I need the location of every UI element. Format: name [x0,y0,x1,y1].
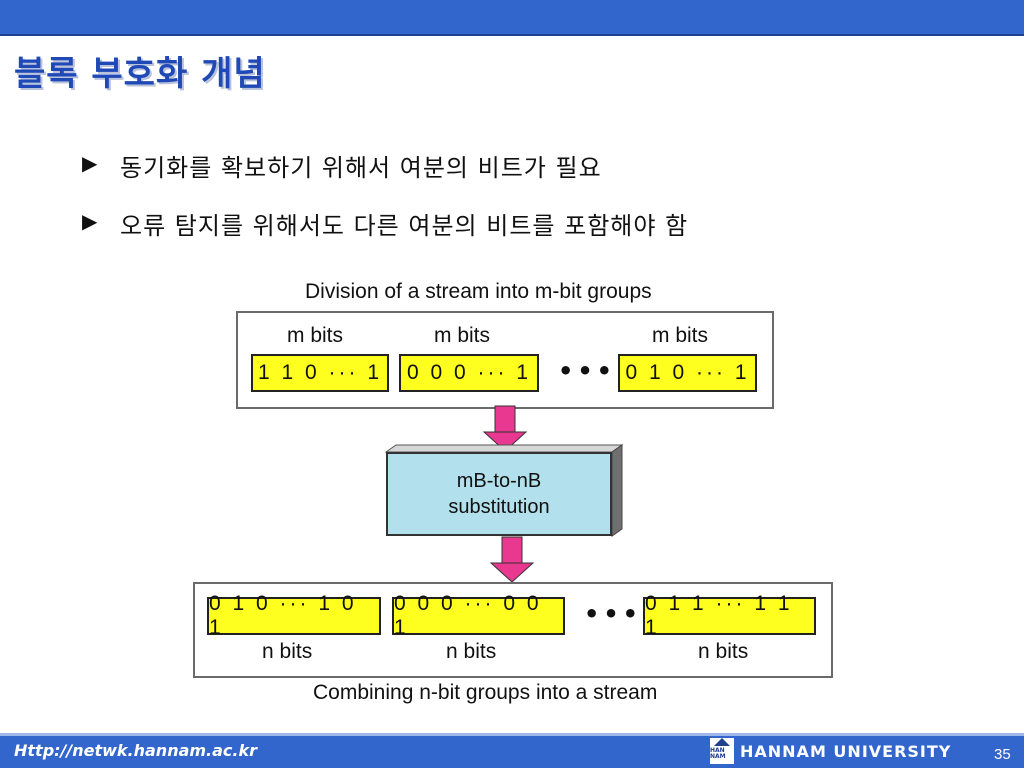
ellipsis-dots: ••• [558,357,617,385]
n-bits-label: n bits [446,640,497,663]
footer-url-link[interactable]: Http://netwk.hannam.ac.kr [14,741,258,760]
bottom-caption: Combining n-bit groups into a stream [313,681,658,704]
m-bit-group-box: 0 0 0 ··· 1 [399,354,539,392]
top-banner [0,0,1024,34]
footer-rule [0,733,1024,736]
slide-title: 블록 부호화 개념 [14,54,266,94]
logo-text: HAN NAM [710,747,726,760]
n-bit-group-box: 0 0 0 ··· 0 0 1 [392,592,565,639]
n-bit-group-box: 0 1 1 ··· 1 1 1 [643,592,816,639]
top-banner-rule [0,34,1024,36]
footer-bar [0,736,1024,768]
ellipsis-dots: ••• [584,600,643,628]
substitution-label-2: substitution [448,496,550,518]
university-name: HANNAM UNIVERSITY [740,741,952,761]
n-bit-group-box: 0 1 0 ··· 1 0 1 [207,592,381,639]
n-bits-label: n bits [698,640,749,663]
university-brand: HAN NAM HANNAM UNIVERSITY [710,738,951,764]
m-bits-label: m bits [434,324,491,347]
top-caption: Division of a stream into m-bit groups [305,280,652,303]
page-number: 35 [994,746,1011,763]
bullet-text: 동기화를 확보하기 위해서 여분의 비트가 필요 [120,154,602,182]
m-bits-label: m bits [652,324,709,347]
m-bit-group-box: 0 1 0 ··· 1 [618,354,757,392]
university-logo-icon: HAN NAM [710,738,734,764]
bullet-arrow-icon: ▶ [82,209,98,233]
down-arrow-bottom [489,536,535,583]
n-bits-label: n bits [262,640,313,663]
logo-roof-icon [714,738,730,746]
substitution-box: mB-to-nB substitution [386,452,612,536]
m-bit-group-box: 1 1 0 ··· 1 [251,354,389,392]
m-bits-label: m bits [287,324,344,347]
substitution-label-1: mB-to-nB [456,470,542,492]
down-arrow-top [482,405,528,452]
bullet-arrow-icon: ▶ [82,151,98,175]
bullet-text: 오류 탐지를 위해서도 다른 여분의 비트를 포함해야 함 [120,212,689,240]
